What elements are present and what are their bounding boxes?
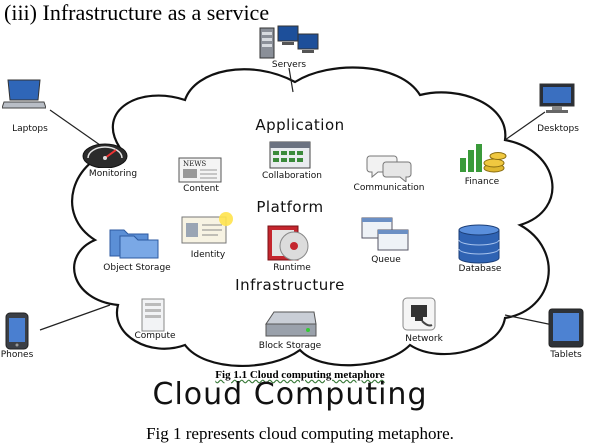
footer-text: Fig 1 represents cloud computing metapho… (146, 424, 454, 443)
section-heading: (iii) Infrastructure as a service (4, 0, 270, 25)
servers-icon (259, 25, 319, 59)
line-phones (39, 304, 111, 331)
cloud-outline (71, 66, 554, 367)
collaboration-label: Collaboration (262, 171, 322, 181)
finance-chart-coins-icon (460, 144, 507, 173)
communication-label: Communication (353, 183, 425, 193)
database-cylinder-icon (458, 224, 500, 264)
queue-label: Queue (371, 255, 401, 265)
desktop-icon (539, 83, 575, 113)
content-newspaper-icon: NEWS (178, 157, 222, 183)
compute-server-icon (141, 298, 165, 332)
block-storage-label: Block Storage (258, 341, 322, 351)
finance-label: Finance (464, 177, 500, 187)
identity-card-icon (181, 212, 233, 244)
queue-windows-icon (361, 217, 409, 251)
servers-label: Servers (271, 60, 307, 70)
tablets-label: Tablets (550, 350, 582, 360)
network-label: Network (405, 334, 443, 344)
collaboration-calendar-icon (269, 141, 311, 169)
laptops-label: Laptops (12, 124, 48, 134)
diagram-title: Cloud Computing (152, 377, 428, 412)
object-storage-label: Object Storage (103, 263, 171, 273)
block-storage-drive-icon (265, 311, 317, 337)
tablet-icon (548, 308, 584, 348)
runtime-disc-icon (267, 225, 309, 261)
line-laptops (49, 109, 101, 146)
runtime-label: Runtime (273, 263, 311, 273)
object-storage-folders-icon (109, 229, 159, 259)
content-sign: NEWS (183, 160, 206, 168)
database-label: Database (458, 264, 502, 274)
layer-platform: Platform (256, 198, 324, 216)
monitoring-gauge-icon (82, 143, 128, 168)
connector-lines (39, 67, 554, 331)
desktops-label: Desktops (537, 124, 579, 134)
communication-bubbles-icon (366, 155, 412, 182)
phone-icon (5, 312, 29, 350)
identity-label: Identity (190, 250, 226, 260)
monitoring-label: Monitoring (88, 169, 138, 179)
layer-application: Application (255, 116, 345, 134)
line-tablets (504, 314, 554, 326)
line-servers (288, 67, 294, 93)
compute-label: Compute (134, 331, 176, 341)
phones-label: Phones (0, 350, 34, 360)
layer-infrastructure: Infrastructure (235, 276, 345, 294)
line-desktops (504, 111, 546, 141)
network-jack-icon (402, 297, 436, 331)
content-label: Content (183, 184, 219, 194)
laptop-icon (2, 79, 46, 109)
figure-caption: Fig 1.1 Cloud computing metaphore (215, 369, 385, 381)
